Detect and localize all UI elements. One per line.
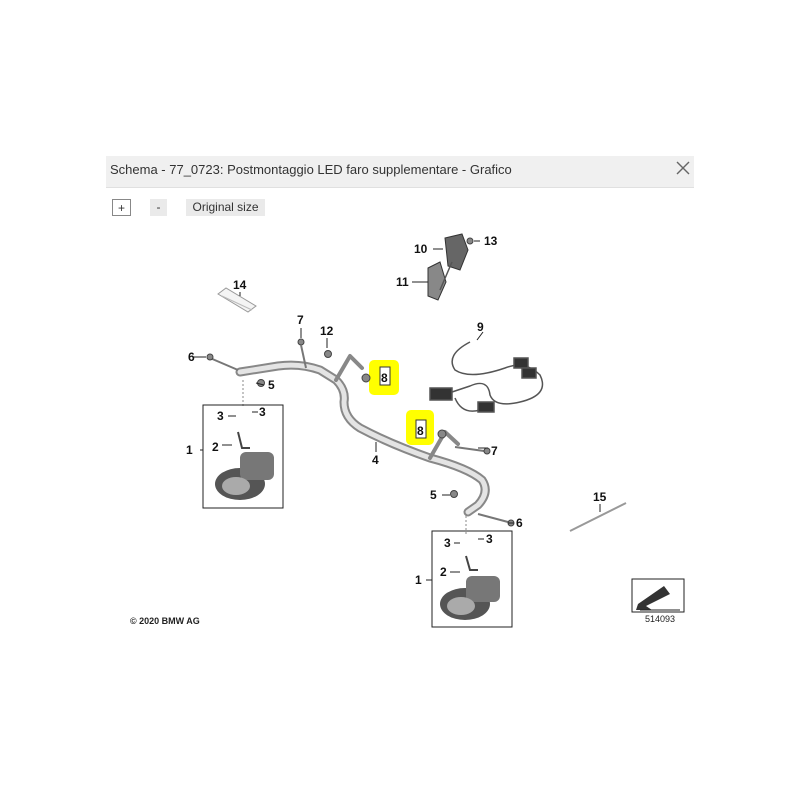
- part-label-5: 5: [268, 378, 275, 392]
- part-label-7: 7: [491, 444, 498, 458]
- zoom-out-button[interactable]: -: [150, 199, 167, 216]
- part-label-3: 3: [486, 532, 493, 546]
- part-label-8: 8: [381, 371, 388, 385]
- dialog-title: Schema - 77_0723: Postmontaggio LED faro…: [110, 162, 512, 177]
- copyright-text: © 2020 BMW AG: [130, 616, 200, 626]
- zoom-in-button[interactable]: +: [112, 199, 131, 216]
- part-label-13: 13: [484, 234, 498, 248]
- original-size-button[interactable]: Original size: [186, 199, 265, 216]
- small-parts: [206, 237, 515, 534]
- part-label-7: 7: [297, 313, 304, 327]
- part-label-11: 11: [396, 275, 409, 289]
- part-label-3: 3: [259, 405, 266, 419]
- part-label-2: 2: [212, 440, 219, 454]
- part-8-nut: [379, 366, 427, 439]
- part-label-2: 2: [440, 565, 447, 579]
- part-label-6: 6: [516, 516, 523, 530]
- leader-lines: [194, 240, 601, 581]
- wiring-harness: [429, 341, 544, 413]
- switch-assembly: [427, 233, 469, 301]
- lamp-unit-upper: [202, 404, 284, 509]
- part-label-14: 14: [233, 278, 247, 292]
- close-icon[interactable]: [674, 159, 692, 177]
- protective-sleeve: [217, 287, 257, 313]
- part-label-12: 12: [320, 324, 334, 338]
- part-label-3: 3: [217, 409, 224, 423]
- part-label-5: 5: [430, 488, 437, 502]
- part-label-10: 10: [414, 242, 428, 256]
- mounting-bar: [235, 354, 490, 517]
- part-label-9: 9: [477, 320, 484, 334]
- cable-tie: [569, 502, 627, 532]
- part-label-4: 4: [372, 453, 379, 467]
- part-label-15: 15: [593, 490, 607, 504]
- part-label-6: 6: [188, 350, 195, 364]
- part-label-1: 1: [415, 573, 422, 587]
- dialog-titlebar: Schema - 77_0723: Postmontaggio LED faro…: [106, 156, 694, 188]
- lamp-unit-lower: [431, 530, 513, 628]
- arrow-view-icon: [631, 578, 685, 613]
- part-label-1: 1: [186, 443, 193, 457]
- part-label-8: 8: [417, 424, 424, 438]
- image-number: 514093: [645, 614, 675, 624]
- part-label-3: 3: [444, 536, 451, 550]
